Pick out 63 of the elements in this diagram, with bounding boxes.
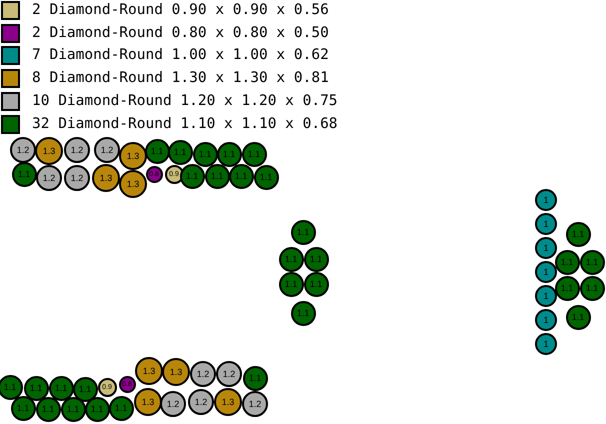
stone-circle: 1.3: [214, 388, 242, 416]
stone-circle: 1.1: [12, 162, 36, 186]
stone-circle: 1: [535, 285, 557, 307]
stone-circle: 1.1: [580, 276, 604, 300]
legend-label: 2 Diamond-Round 0.90 x 0.90 x 0.56: [32, 1, 329, 19]
stone-circle: 1: [535, 309, 557, 331]
stone-circle: 1: [535, 333, 557, 355]
stone-circle: 1.1: [0, 374, 22, 400]
stone-circle: 1.2: [64, 165, 90, 191]
stone-circle: 1.1: [10, 396, 36, 420]
stone-circle: 1.2: [10, 137, 36, 163]
stone-circle: 1.1: [278, 272, 304, 296]
stone-circle: 1.1: [84, 396, 110, 422]
stone-circle: 1.1: [72, 376, 98, 402]
stone-circle: 1.3: [119, 142, 147, 170]
stone-circle: 1.2: [190, 361, 216, 387]
stone-circle: 1.1: [554, 250, 580, 274]
stone-circle: 1.1: [304, 246, 328, 272]
stone-circle: 1.3: [162, 358, 190, 386]
stone-circle: 1.2: [188, 389, 214, 415]
stone-circle: 1.1: [192, 142, 218, 166]
stone-circle: 1: [535, 261, 557, 283]
stone-circle: 1.1: [566, 304, 590, 330]
stone-circle: 1.1: [566, 222, 590, 246]
stone-circle: 1.1: [242, 366, 268, 390]
stone-circle: 1.1: [144, 138, 170, 164]
stone-circle: 1.3: [119, 170, 147, 198]
stone-circle: 1.3: [35, 137, 63, 165]
stone-circle: 1: [535, 189, 557, 211]
legend-label: 32 Diamond-Round 1.10 x 1.10 x 0.68: [32, 114, 338, 132]
stone-circle: 1.1: [580, 250, 604, 274]
stone-circle: 1.1: [254, 164, 278, 190]
stone-circle: 1.1: [180, 164, 204, 188]
stone-circle: 1.1: [554, 276, 580, 300]
stone-circle: 1.1: [204, 164, 230, 188]
stone-circle: 1.2: [36, 165, 62, 191]
stone-circle: 1.1: [36, 396, 60, 422]
legend-label: 7 Diamond-Round 1.00 x 1.00 x 0.62: [32, 46, 329, 64]
stone-circle: 1.1: [228, 164, 254, 188]
stone-circle: 1.1: [24, 376, 48, 400]
stone-circle: 1.1: [278, 246, 304, 272]
stone-circle: 1.3: [92, 164, 120, 192]
stone-circle: 1.2: [242, 391, 268, 417]
stone-circle: 1.2: [160, 391, 186, 417]
stone-circle: 1.2: [64, 137, 90, 163]
stone-circle: 1.1: [48, 376, 74, 400]
stone-circle: 1.1: [304, 272, 328, 296]
stone-circle: 1.1: [108, 396, 134, 420]
stone-circle: 1.1: [290, 300, 316, 326]
stone-circle: 1.1: [60, 396, 86, 422]
stone-circle: 1.3: [135, 357, 163, 385]
stone-circle: 1.1: [216, 142, 242, 166]
stone-circle: 1.1: [290, 220, 316, 244]
stone-circle: 1.1: [242, 142, 266, 166]
stone-circle: 1.2: [94, 137, 120, 163]
stone-circle: 1: [535, 237, 557, 259]
legend-label: 10 Diamond-Round 1.20 x 1.20 x 0.75: [32, 92, 338, 110]
legend-label: 2 Diamond-Round 0.80 x 0.80 x 0.50: [32, 24, 329, 42]
stone-circle: 1.1: [168, 140, 192, 164]
stone-circle: 1.2: [216, 361, 242, 387]
stone-circle: 1.3: [134, 388, 162, 416]
stone-circle: 1: [535, 213, 557, 235]
legend-label: 8 Diamond-Round 1.30 x 1.30 x 0.81: [32, 69, 329, 88]
